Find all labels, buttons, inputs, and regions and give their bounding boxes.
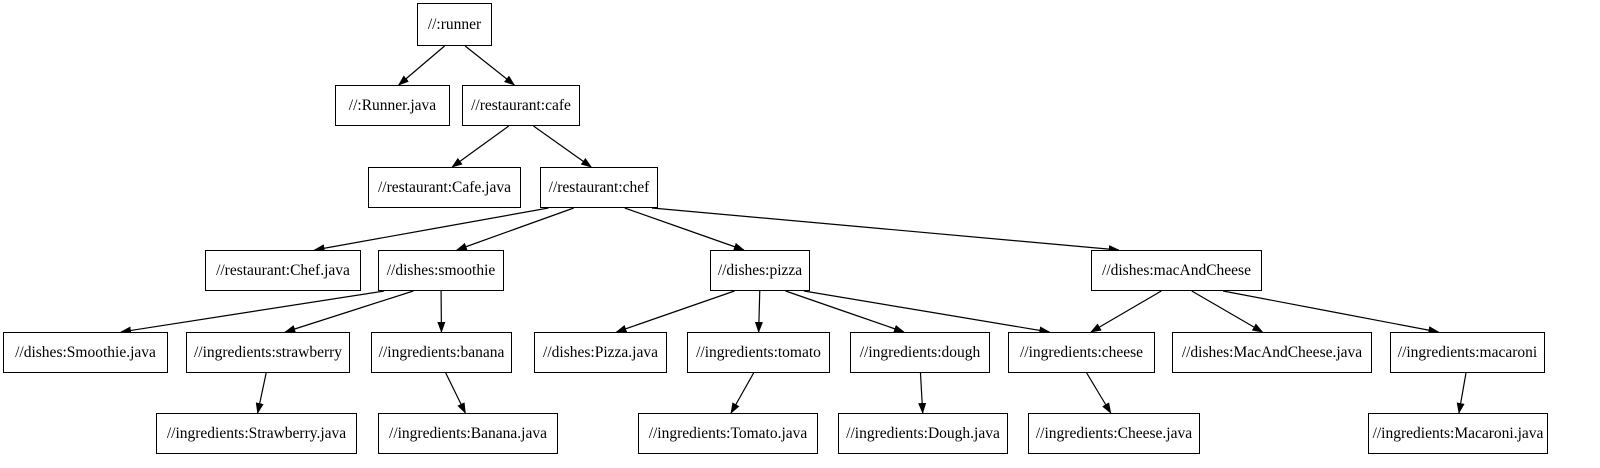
graph-node-runner_java[interactable]: //:Runner.java [335, 85, 450, 126]
graph-node-pizza_java[interactable]: //dishes:Pizza.java [534, 332, 667, 373]
graph-node-label: //ingredients:dough [859, 343, 981, 361]
graph-node-label: //dishes:macAndCheese [1102, 261, 1251, 279]
graph-node-label: //ingredients:strawberry [193, 343, 343, 361]
graph-node-label: //restaurant:cafe [471, 96, 571, 114]
graph-node-label: //ingredients:tomato [696, 343, 821, 361]
graph-node-macaroni_java[interactable]: //ingredients:Macaroni.java [1368, 413, 1548, 454]
graph-node-label: //ingredients:Strawberry.java [166, 424, 347, 442]
graph-node-ing_strawberry[interactable]: //ingredients:strawberry [186, 332, 350, 373]
graph-node-banana_java[interactable]: //ingredients:Banana.java [378, 413, 558, 454]
graph-node-label: //:Runner.java [348, 96, 437, 114]
graph-node-runner[interactable]: //:runner [417, 3, 492, 46]
graph-node-ing_cheese[interactable]: //ingredients:cheese [1008, 332, 1155, 373]
graph-node-label: //dishes:pizza [717, 261, 803, 279]
graph-node-strawberry_java[interactable]: //ingredients:Strawberry.java [156, 413, 357, 454]
graph-node-ing_macaroni[interactable]: //ingredients:macaroni [1390, 332, 1545, 373]
graph-node-dough_java[interactable]: //ingredients:Dough.java [838, 413, 1008, 454]
graph-node-label: //ingredients:banana [378, 343, 505, 361]
graph-node-dishes_macandcheese[interactable]: //dishes:macAndCheese [1091, 250, 1262, 291]
graph-node-label: //ingredients:Macaroni.java [1372, 424, 1544, 442]
graph-node-label: //dishes:smoothie [386, 261, 496, 279]
graph-node-label: //ingredients:Cheese.java [1035, 424, 1193, 442]
graph-node-dishes_smoothie[interactable]: //dishes:smoothie [378, 250, 504, 291]
graph-node-restaurant_chef_java[interactable]: //restaurant:Chef.java [205, 250, 361, 291]
graph-node-label: //:runner [427, 15, 482, 33]
graph-node-restaurant_cafe_java[interactable]: //restaurant:Cafe.java [368, 167, 521, 208]
graph-node-ing_banana[interactable]: //ingredients:banana [371, 332, 512, 373]
graph-node-restaurant_chef[interactable]: //restaurant:chef [540, 167, 658, 208]
graph-node-cheese_java[interactable]: //ingredients:Cheese.java [1028, 413, 1200, 454]
graph-node-label: //ingredients:Banana.java [389, 424, 547, 442]
graph-node-restaurant_cafe[interactable]: //restaurant:cafe [462, 85, 580, 126]
graph-node-label: //dishes:Smoothie.java [15, 343, 156, 361]
graph-node-label: //ingredients:Dough.java [846, 424, 1000, 442]
graph-node-label: //dishes:MacAndCheese.java [1181, 343, 1363, 361]
graph-node-label: //restaurant:Chef.java [216, 261, 350, 279]
graph-node-label: //ingredients:macaroni [1397, 343, 1538, 361]
graph-node-label: //ingredients:Tomato.java [648, 424, 808, 442]
graph-node-label: //restaurant:chef [548, 178, 650, 196]
graph-node-tomato_java[interactable]: //ingredients:Tomato.java [638, 413, 818, 454]
graph-node-macandcheese_java[interactable]: //dishes:MacAndCheese.java [1172, 332, 1372, 373]
graph-node-ing_dough[interactable]: //ingredients:dough [850, 332, 990, 373]
graph-node-label: //ingredients:cheese [1019, 343, 1144, 361]
graph-node-label: //restaurant:Cafe.java [378, 178, 511, 196]
graph-node-label: //dishes:Pizza.java [543, 343, 658, 361]
graph-node-dishes_pizza[interactable]: //dishes:pizza [710, 250, 810, 291]
graph-node-ing_tomato[interactable]: //ingredients:tomato [687, 332, 830, 373]
graph-node-smoothie_java[interactable]: //dishes:Smoothie.java [3, 332, 168, 373]
